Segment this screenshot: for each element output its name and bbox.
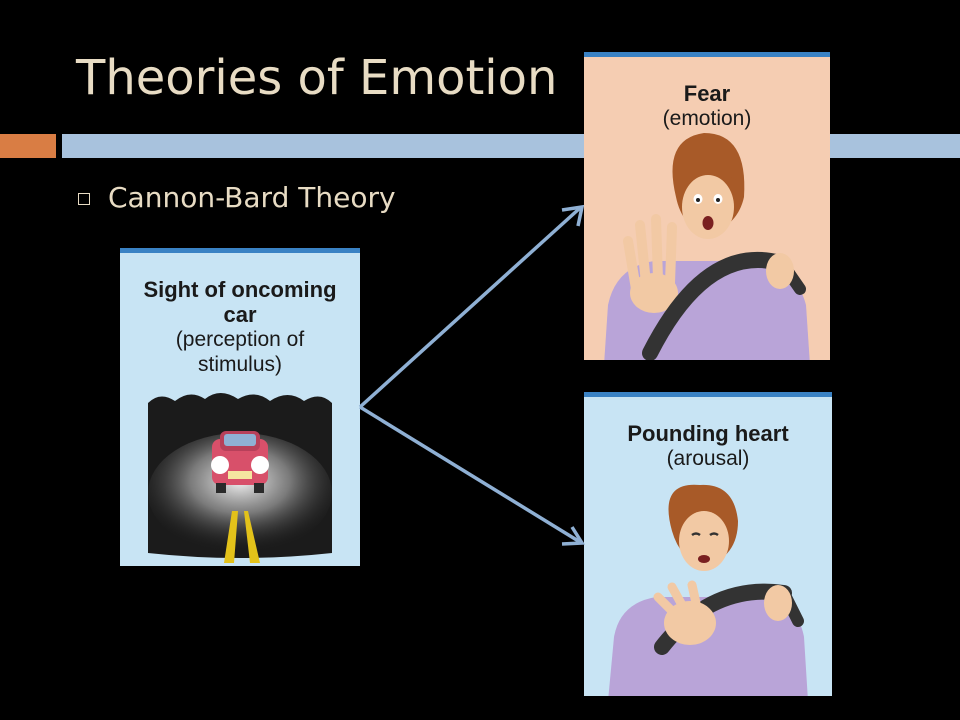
stimulus-card: Sight of oncoming car (perception of sti… [120, 248, 360, 566]
slide-title: Theories of Emotion [76, 50, 558, 106]
arrowhead-fear-icon [561, 204, 585, 227]
arrow-to-fear-icon [358, 206, 582, 409]
stimulus-title-line-2: car [223, 302, 257, 327]
arrowhead-heart-icon [561, 526, 586, 546]
arrow-to-heart-icon [359, 405, 581, 544]
title-rule-accent [0, 134, 56, 158]
stimulus-subtitle-line-2: stimulus) [197, 353, 282, 376]
aroused-driver-illustration [608, 484, 808, 696]
fear-title: Fear [683, 81, 731, 106]
stimulus-title-line-1: Sight of oncoming [143, 277, 337, 302]
bullet-square-icon [78, 193, 90, 205]
stimulus-card-header: Sight of oncoming car (perception of sti… [120, 277, 360, 377]
bullet-text: Cannon-Bard Theory [108, 181, 396, 214]
frightened-driver-illustration [604, 133, 810, 360]
heart-subtitle: (arousal) [666, 447, 750, 470]
oncoming-car-illustration [148, 393, 332, 563]
fear-card-header: Fear (emotion) [584, 81, 830, 131]
heart-card-header: Pounding heart (arousal) [584, 421, 832, 471]
fear-subtitle: (emotion) [662, 107, 752, 130]
pounding-heart-card: Pounding heart (arousal) [584, 392, 832, 696]
fear-card: Fear (emotion) [584, 52, 830, 360]
heart-title: Pounding heart [627, 421, 789, 446]
stimulus-subtitle-line-1: (perception of [175, 328, 305, 351]
